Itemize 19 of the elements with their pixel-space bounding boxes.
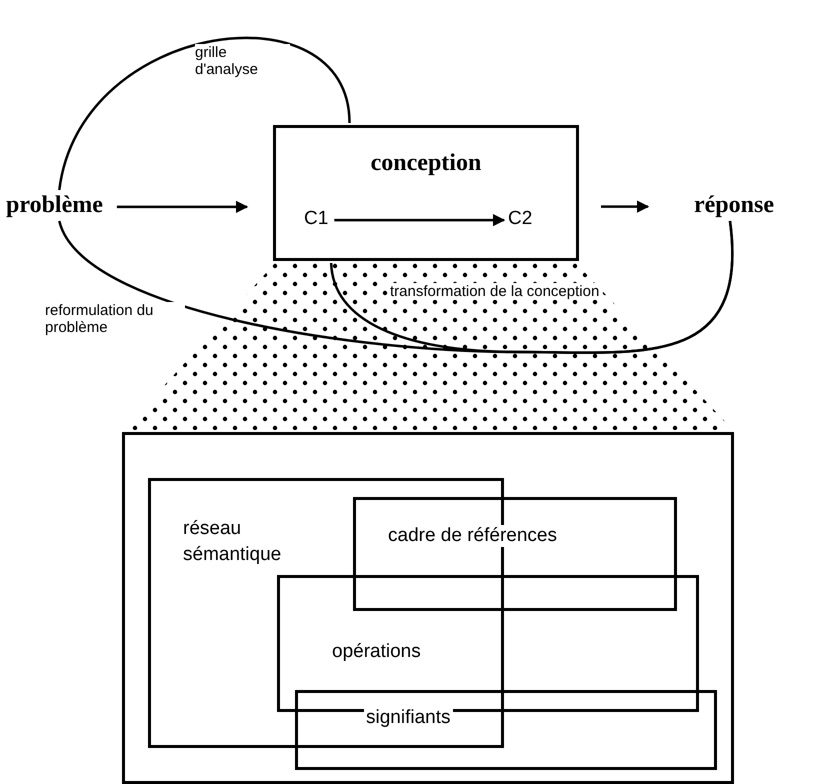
arrow [116, 200, 248, 214]
arrow [601, 200, 650, 213]
arrow [334, 214, 506, 226]
edge-label: grille d'analyse [195, 44, 290, 78]
term-label: problème [6, 192, 103, 219]
term-label: réponse [694, 192, 774, 219]
concept-box [295, 690, 717, 770]
term-label: C2 [508, 208, 532, 230]
box-label: cadre de références [386, 525, 559, 547]
term-label: C1 [304, 208, 328, 230]
process-box [273, 125, 579, 261]
container-box [122, 432, 734, 784]
box-label: opérations [330, 641, 423, 663]
curved-connector [58, 36, 351, 190]
box-label: conception [370, 150, 482, 177]
edge-label: reformulation du problème [45, 302, 185, 336]
concept-box [353, 497, 677, 611]
box-label: signifiants [364, 707, 452, 729]
edge-label: transformation de la conception [390, 283, 600, 300]
